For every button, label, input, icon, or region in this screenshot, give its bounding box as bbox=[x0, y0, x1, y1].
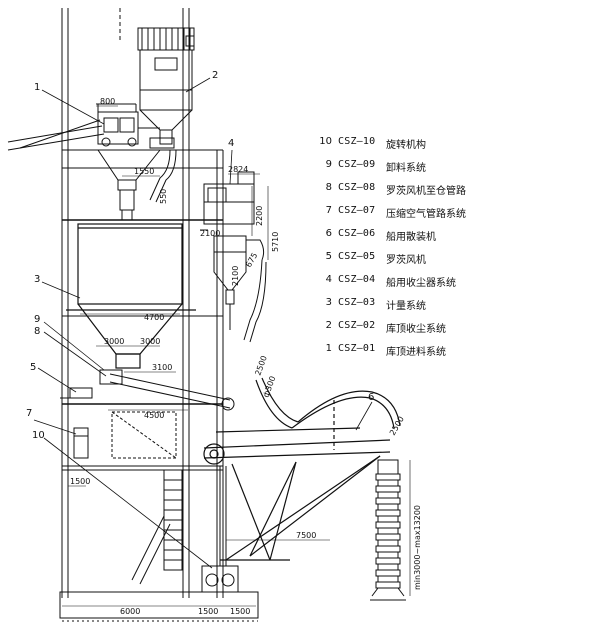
weighing-bin bbox=[66, 223, 196, 369]
dim-6000: 6000 bbox=[120, 607, 140, 616]
callout-5: 5 bbox=[30, 362, 36, 373]
roof-feed-system bbox=[7, 103, 175, 151]
dim-4700: 4700 bbox=[144, 313, 164, 322]
legend-code: CSZ—01 bbox=[338, 343, 376, 354]
legend-number: 4 bbox=[325, 274, 332, 285]
legend-code: CSZ—05 bbox=[338, 251, 376, 262]
legend-number: 1 bbox=[325, 343, 332, 354]
blower-floor-equipment bbox=[73, 411, 177, 459]
callout-9: 9 bbox=[34, 314, 40, 325]
legend-code: CSZ—03 bbox=[338, 297, 376, 308]
dim-2500-b: 2500 bbox=[388, 415, 406, 437]
legend-code: CSZ—06 bbox=[338, 228, 376, 239]
building-frame bbox=[59, 8, 259, 622]
dim-2100: 2100 bbox=[200, 229, 220, 238]
legend-code: CSZ—02 bbox=[338, 320, 376, 331]
dim-phi300: ф300 bbox=[261, 375, 277, 399]
callout-10: 10 bbox=[32, 430, 45, 441]
staircase bbox=[131, 469, 183, 585]
callout-3: 3 bbox=[34, 274, 40, 285]
callout-4: 4 bbox=[228, 138, 234, 149]
legend-description: 卸料系统 bbox=[386, 163, 426, 174]
ship-dust-collector bbox=[200, 171, 267, 343]
dim-3000-a: 3000 bbox=[104, 337, 124, 346]
dim-1500-left: 1500 bbox=[70, 477, 90, 486]
dim-5710: 5710 bbox=[271, 232, 280, 252]
dim-3000-b: 3000 bbox=[140, 337, 160, 346]
legend-number: 9 bbox=[325, 159, 332, 170]
dim-2100-b: 2100 bbox=[231, 266, 240, 286]
legend-code: CSZ—10 bbox=[338, 136, 376, 147]
legend-number: 10 bbox=[319, 136, 332, 147]
dim-800: 800 bbox=[100, 97, 115, 106]
legend-code: CSZ—09 bbox=[338, 159, 376, 170]
dim-550: 550 bbox=[159, 189, 168, 204]
callout-7: 7 bbox=[26, 408, 32, 419]
callout-6: 6 bbox=[368, 392, 374, 403]
legend-number: 2 bbox=[325, 320, 332, 331]
dimension-lines bbox=[62, 105, 411, 607]
legend-description: 罗茨风机至仓管路 bbox=[386, 186, 466, 197]
legend-description: 船用收尘器系统 bbox=[386, 278, 456, 289]
dim-2824: 2824 bbox=[228, 165, 248, 174]
ship-loader-arm bbox=[203, 377, 401, 561]
legend-number: 8 bbox=[325, 182, 332, 193]
legend-number: 7 bbox=[325, 205, 332, 216]
rotary-mechanism bbox=[201, 466, 239, 593]
legend-code: CSZ—07 bbox=[338, 205, 376, 216]
callout-1: 1 bbox=[34, 82, 40, 93]
dim-1500-a: 1500 bbox=[198, 607, 218, 616]
dim-2500: 2500 bbox=[253, 354, 268, 376]
callout-leaders bbox=[33, 77, 373, 569]
legend-number: 6 bbox=[325, 228, 332, 239]
silo-top-hopper bbox=[97, 149, 177, 221]
callout-8: 8 bbox=[34, 326, 40, 337]
dim-1500-b: 1500 bbox=[230, 607, 250, 616]
legend-number: 5 bbox=[325, 251, 332, 262]
legend-description: 罗茨风机 bbox=[386, 255, 426, 266]
legend-description: 压缩空气管路系统 bbox=[386, 209, 466, 220]
roof-dust-collector bbox=[137, 27, 195, 145]
legend-description: 库顶收尘系统 bbox=[386, 324, 446, 335]
dim-7500: 7500 bbox=[296, 531, 316, 540]
legend-code: CSZ—04 bbox=[338, 274, 376, 285]
dim-2200: 2200 bbox=[255, 206, 264, 226]
dim-4500: 4500 bbox=[144, 411, 164, 420]
dim-min-max: min3000~max13200 bbox=[413, 505, 422, 590]
legend-description: 库顶进料系统 bbox=[386, 347, 446, 358]
telescopic-chute bbox=[370, 459, 406, 601]
legend-description: 计量系统 bbox=[386, 301, 426, 312]
callout-2: 2 bbox=[212, 70, 218, 81]
legend-description: 旋转机构 bbox=[386, 140, 426, 151]
legend-description: 船用散装机 bbox=[386, 232, 436, 243]
discharge-system bbox=[60, 369, 235, 411]
legend-code: CSZ—08 bbox=[338, 182, 376, 193]
dim-1550: 1550 bbox=[134, 167, 154, 176]
legend-number: 3 bbox=[325, 297, 332, 308]
dim-3100: 3100 bbox=[152, 363, 172, 372]
